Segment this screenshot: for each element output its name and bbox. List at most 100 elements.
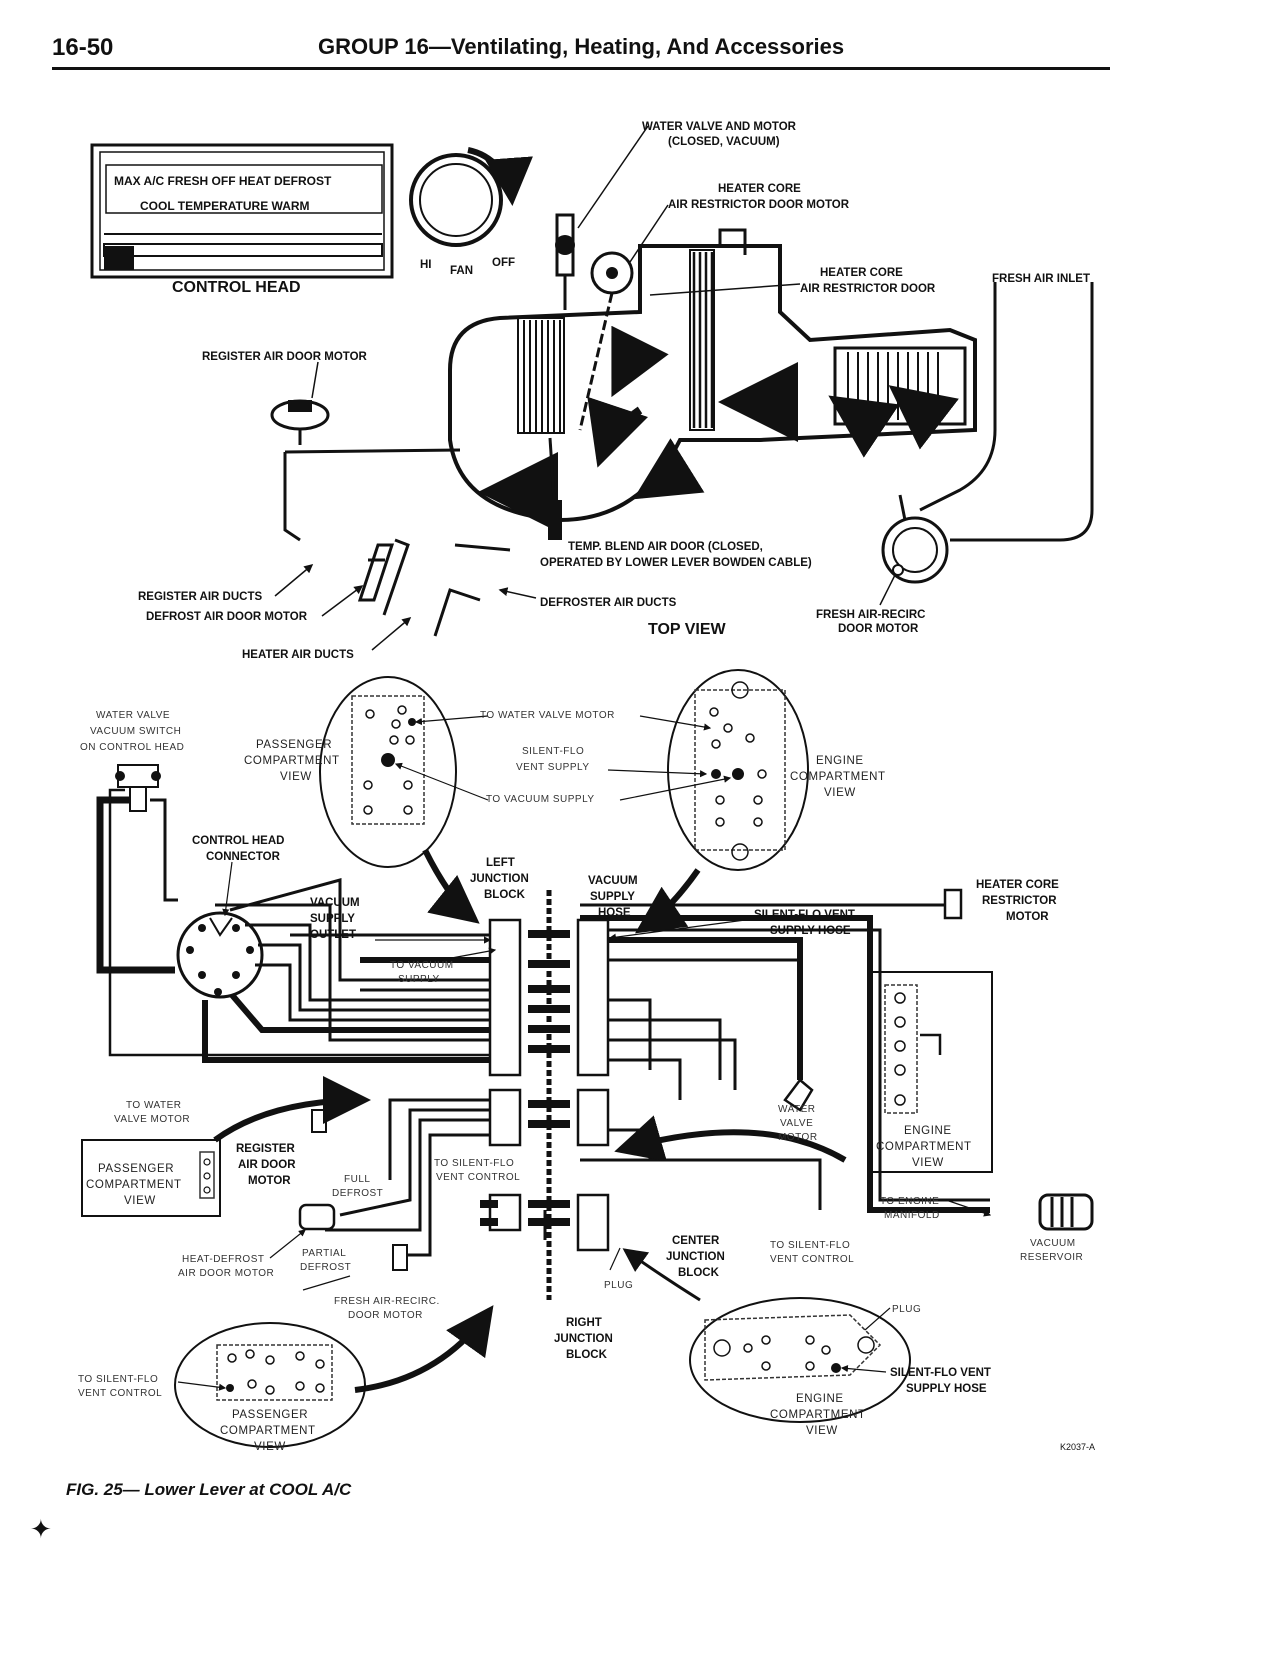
label-center-jb-2: JUNCTION xyxy=(666,1251,725,1263)
junction-block-left xyxy=(488,918,522,1232)
control-head-row2: COOL TEMPERATURE WARM xyxy=(140,199,310,213)
label-wv-switch-2: VACUUM SWITCH xyxy=(90,726,181,737)
figure-reference-code: K2037-A xyxy=(1060,1442,1096,1452)
page-header: 16-50 GROUP 16—Ventilating, Heating, And… xyxy=(0,0,1287,80)
label-to-sf-control2-2: VENT CONTROL xyxy=(770,1254,854,1265)
leader-fresh-recirc xyxy=(879,574,896,606)
label-vs-hose-2: SUPPLY xyxy=(590,891,635,903)
label-pv-top-1: PASSENGER xyxy=(256,739,332,751)
vacuum-reservoir xyxy=(1038,1193,1094,1231)
leader-register-motor xyxy=(311,361,319,399)
label-plug-1: PLUG xyxy=(604,1280,633,1291)
label-left-jb-2: JUNCTION xyxy=(470,873,529,885)
heater-core-left xyxy=(517,317,565,434)
label-reservoir-1: VACUUM xyxy=(1030,1238,1076,1249)
heater-housing xyxy=(448,244,1094,542)
ford-logo-icon: ✦ xyxy=(30,1514,52,1544)
label-water-valve-1: WATER VALVE AND MOTOR xyxy=(642,121,797,133)
label-ev-mid-3: VIEW xyxy=(912,1157,944,1169)
label-hd-motor-2: AIR DOOR MOTOR xyxy=(178,1268,274,1279)
water-valve-motor xyxy=(555,213,747,431)
fan-knob: HI FAN OFF xyxy=(409,147,533,277)
register-air-door-motor xyxy=(270,399,461,542)
label-hc-restrictor-2: RESTRICTOR xyxy=(982,895,1057,907)
leader-defrost-motor xyxy=(321,585,364,617)
leader-register-ducts xyxy=(274,564,314,597)
register-air-door-motor-vac xyxy=(311,1109,327,1133)
engine-view-bottom xyxy=(689,1297,911,1423)
leader-heater-ducts xyxy=(371,617,412,651)
label-to-sf-control3-1: TO SILENT-FLO xyxy=(78,1374,158,1385)
label-fresh-air-inlet: FRESH AIR INLET xyxy=(992,273,1090,285)
group-title: GROUP 16—Ventilating, Heating, And Acces… xyxy=(318,34,845,59)
junction-block-center xyxy=(576,918,610,1252)
control-head-label: CONTROL HEAD xyxy=(172,279,301,296)
label-pv-top-3: VIEW xyxy=(280,771,312,783)
leader-defroster-ducts xyxy=(498,587,537,599)
label-hd-motor-1: HEAT-DEFROST xyxy=(182,1254,264,1265)
figure-caption: FIG. 25— Lower Lever at COOL A/C xyxy=(66,1480,352,1499)
label-to-manifold-2: MANIFOLD xyxy=(884,1210,940,1221)
label-vs-outlet-2: SUPPLY xyxy=(310,913,355,925)
label-pv-bottom-3: VIEW xyxy=(254,1441,286,1453)
label-ev-mid-1: ENGINE xyxy=(904,1125,952,1137)
fresh-air-recirc-motor xyxy=(881,494,949,584)
label-heater-core-motor-2: AIR RESTRICTOR DOOR MOTOR xyxy=(668,199,850,211)
label-pv-top-2: COMPARTMENT xyxy=(244,755,340,767)
label-pv-mid-1: PASSENGER xyxy=(98,1163,174,1175)
label-plug-2: PLUG xyxy=(892,1304,921,1315)
label-wv-motor-2: VALVE xyxy=(780,1118,813,1129)
label-center-jb-3: BLOCK xyxy=(678,1267,720,1279)
control-head-connector xyxy=(176,911,264,999)
engine-view-top xyxy=(667,669,809,871)
vacuum-schematic: WATER VALVE VACUUM SWITCH ON CONTROL HEA… xyxy=(78,669,1094,1453)
label-to-sf-control-2: VENT CONTROL xyxy=(436,1172,520,1183)
label-fresh-recirc-1: FRESH AIR-RECIRC xyxy=(816,609,925,621)
label-reg-motor-1: REGISTER xyxy=(236,1143,295,1155)
label-vs-outlet-3: OUTLET xyxy=(310,929,356,941)
label-center-jb-1: CENTER xyxy=(672,1235,720,1247)
label-left-jb-3: BLOCK xyxy=(484,889,526,901)
label-ev-bottom-1: ENGINE xyxy=(796,1393,844,1405)
label-wv-switch-3: ON CONTROL HEAD xyxy=(80,742,184,753)
label-to-vs-small-1: TO VACUUM xyxy=(390,960,454,971)
label-sf-hose-2: SUPPLY HOSE xyxy=(770,925,851,937)
label-to-manifold-1: TO ENGINE xyxy=(880,1196,939,1207)
label-hc-restrictor-3: MOTOR xyxy=(1006,911,1049,923)
header-rule xyxy=(52,67,1110,70)
silent-flo-plugs xyxy=(480,1200,498,1226)
passenger-view-top xyxy=(319,676,457,868)
firewall-divider xyxy=(528,890,570,1300)
label-to-vs-small-2: SUPPLY xyxy=(398,974,440,985)
label-ev-top-2: COMPARTMENT xyxy=(790,771,886,783)
label-defrost-air-door-motor: DEFROST AIR DOOR MOTOR xyxy=(146,611,308,623)
label-fresh-recirc-2: DOOR MOTOR xyxy=(838,623,919,635)
label-to-sf-control2-1: TO SILENT-FLO xyxy=(770,1240,850,1251)
passenger-view-bottom xyxy=(174,1322,366,1448)
label-pv-bottom-2: COMPARTMENT xyxy=(220,1425,316,1437)
defroster-duct-line xyxy=(454,543,511,552)
label-top-view: TOP VIEW xyxy=(648,621,727,638)
label-wv-motor-1: WATER xyxy=(778,1104,816,1115)
fresh-recirc-motor-vac xyxy=(392,1244,408,1271)
label-pv-bottom-1: PASSENGER xyxy=(232,1409,308,1421)
label-defroster-air-ducts: DEFROSTER AIR DUCTS xyxy=(540,597,677,609)
label-ev-mid-2: COMPARTMENT xyxy=(876,1141,972,1153)
vacuum-hoses xyxy=(96,788,990,1257)
label-sf-hose2-1: SILENT-FLO VENT xyxy=(890,1367,991,1379)
label-heater-core-door-2: AIR RESTRICTOR DOOR xyxy=(800,283,936,295)
label-sf-vent-supply-1: SILENT-FLO xyxy=(522,746,584,757)
label-water-valve-2: (CLOSED, VACUUM) xyxy=(668,136,780,148)
label-hc-restrictor-1: HEATER CORE xyxy=(976,879,1059,891)
label-ev-bottom-2: COMPARTMENT xyxy=(770,1409,866,1421)
top-view: MAX A/C FRESH OFF HEAT DEFROST COOL TEMP… xyxy=(90,121,1094,661)
leader-heater-core-motor xyxy=(629,204,669,263)
label-left-jb-1: LEFT xyxy=(486,857,515,869)
label-sf-vent-supply-2: VENT SUPPLY xyxy=(516,762,590,773)
heater-core-restrictor-motor xyxy=(943,888,963,920)
label-temp-blend-2: OPERATED BY LOWER LEVER BOWDEN CABLE) xyxy=(540,557,812,569)
label-sf-hose-1: SILENT-FLO VENT xyxy=(754,909,855,921)
fan-off-label: OFF xyxy=(492,257,515,269)
control-head-panel: MAX A/C FRESH OFF HEAT DEFROST COOL TEMP… xyxy=(90,143,394,279)
label-fr-motor-1: FRESH AIR-RECIRC. xyxy=(334,1296,440,1307)
